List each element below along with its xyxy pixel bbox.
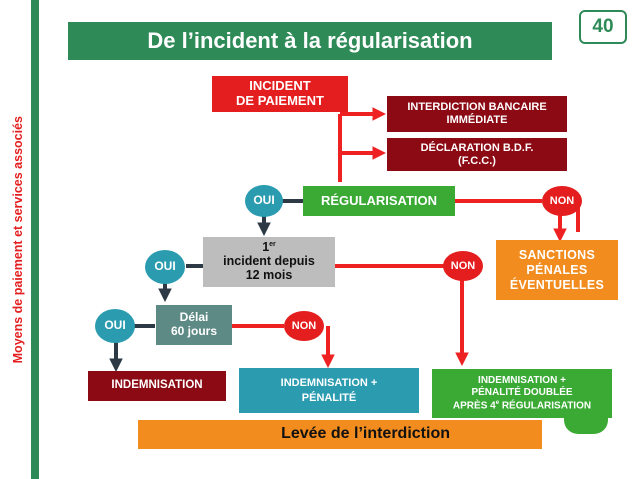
sanctions-box: SANCTIONS PÉNALES ÉVENTUELLES [496,240,618,300]
regularisation-box: RÉGULARISATION [303,186,455,216]
non-circle-2: NON [443,251,483,281]
first-incident-box: 1er incident depuis 12 mois [203,237,335,287]
levee-banner: Levée de l’interdiction [138,420,542,449]
declaration-box: DÉCLARATION B.D.F. (F.C.C.) [387,138,567,171]
non-circle-1: NON [542,186,582,216]
oui-circle-3: OUI [95,309,135,343]
indemnisation-doublee-box: INDEMNISATION + PÉNALITÉ DOUBLÉE APRÈS 4… [432,369,612,418]
delai-box: Délai 60 jours [156,305,232,345]
indemnisation-box: INDEMNISATION [88,371,226,401]
oui-circle-1: OUI [245,185,283,217]
oui-circle-2: OUI [145,250,185,284]
interdiction-box: INTERDICTION BANCAIRE IMMÉDIATE [387,96,567,132]
slide-number: 40 [579,10,627,44]
slide-title: De l’incident à la régularisation [68,22,552,60]
indemnisation-penalite-box: INDEMNISATION + PÉNALITÉ [239,368,419,413]
side-bar [31,0,39,479]
incident-box: INCIDENT DE PAIEMENT [212,76,348,112]
non-circle-3: NON [284,311,324,341]
